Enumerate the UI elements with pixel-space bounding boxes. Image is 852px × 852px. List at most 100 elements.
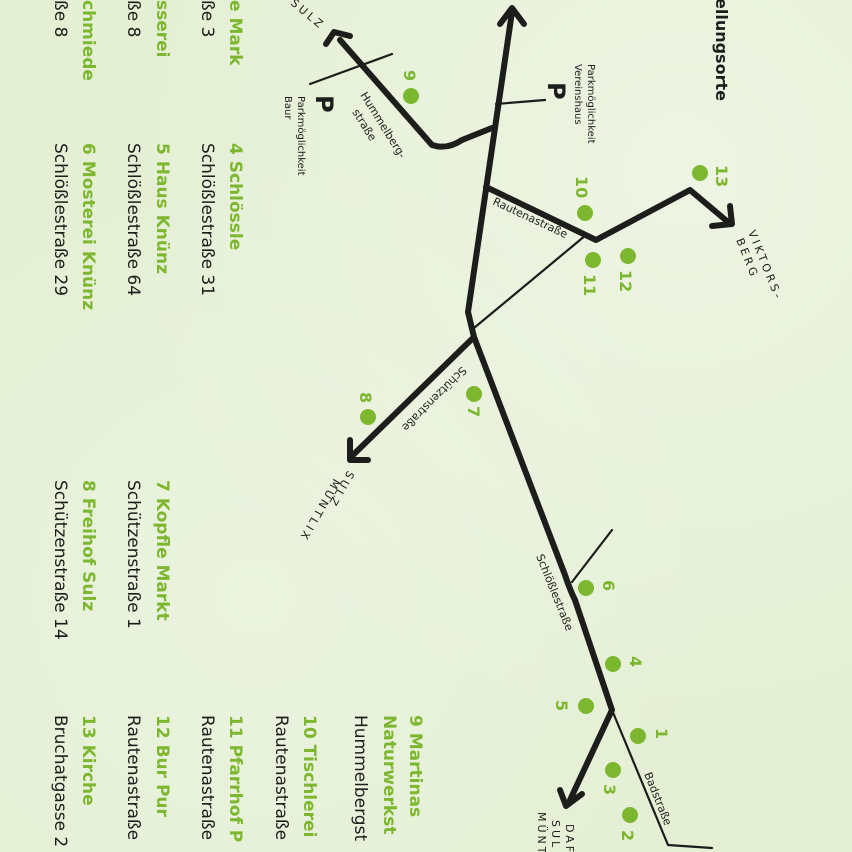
marker-number: 1 [652,728,671,739]
list-item-name: chmiede [78,0,98,81]
road-network [308,5,735,850]
parking-vereinshaus-line-1: Parkmöglichkeit [585,64,596,144]
list-item-address: Rautenastraße [271,715,291,840]
parking-vereinshaus-line-2: Vereinshaus [572,64,583,125]
marker-6[interactable]: 6 [578,580,618,596]
marker-dot-icon [605,762,621,778]
parking-vereinshaus: P Parkmöglichkeit Vereinshaus [542,64,596,144]
marker-number: 5 [552,700,571,711]
road-schloesslestrasse [471,334,615,803]
list-group-4: 9 Martinas Naturwerkst Hummelbergst 10 T… [50,715,425,847]
marker-number: 8 [356,392,375,403]
arrowhead-dafins [557,787,585,809]
list-item-address: ße 8 [123,0,143,37]
marker-number: 9 [400,70,419,81]
parking-icon: P [542,82,570,100]
marker-dot-icon [622,807,638,823]
marker-12[interactable]: 12 [616,248,636,292]
marker-dot-icon [630,728,646,744]
marker-dot-icon [620,248,636,264]
arrowhead-sulz [323,29,353,47]
parking-baur: P Parkmöglichkeit Baur [282,95,338,176]
marker-9[interactable]: 9 [400,70,419,104]
marker-dot-icon [692,165,708,181]
direction-label-sulz-top: SULZ [288,0,328,32]
marker-1[interactable]: 1 [630,728,671,744]
list-group-2: 4 Schlössle Schlößlestraße 31 5 Haus Knü… [50,143,245,310]
list-item-name: 13 Kirche [78,715,98,806]
marker-number: 11 [580,274,599,296]
list-item-name: 8 Freihof Sulz [78,480,98,611]
marker-3[interactable]: 3 [600,762,621,795]
list-item-name: Naturwerkst [379,715,399,834]
list-item-address: Bruchatgasse 2 [50,715,70,847]
marker-dot-icon [403,88,419,104]
road-main-north [465,9,515,340]
list-item-address: Schlößlestraße 64 [123,143,143,296]
marker-7[interactable]: 7 [464,386,483,417]
list-item-address: Schützenstraße 1 [123,480,143,629]
direction-label-dafins-2: SUL [549,820,562,850]
road-thin-badstrasse [610,708,714,850]
marker-11[interactable]: 11 [580,252,601,296]
list-item-name: 10 Tischlerei [299,715,319,837]
arrowhead-viktorsberg [709,203,735,229]
marker-dot-icon [578,698,594,714]
location-list: e Mark ße 3 sserei ße 8 chmiede ße 8 4 S… [50,0,425,847]
list-item-name: e Mark [225,0,245,66]
parking-icon: P [310,95,338,113]
marker-dot-icon [466,386,482,402]
location-markers: 1 2 3 4 5 6 7 8 [356,70,731,841]
marker-number: 3 [600,784,619,795]
list-item-address: ße 3 [197,0,217,37]
road-thin-baur [308,52,394,86]
list-item-address: Rautenastraße [123,715,143,840]
list-item-name: 4 Schlössle [225,143,245,250]
marker-dot-icon [585,252,601,268]
direction-label-sulz-muentlix-2: MÜNTLIX [296,477,342,544]
marker-number: 4 [626,656,645,667]
list-item-address: Schlößlestraße 31 [197,143,217,296]
road-thin-vereinshaus [494,98,547,106]
marker-number: 10 [572,176,591,198]
marker-10[interactable]: 10 [572,176,593,221]
marker-2[interactable]: 2 [618,807,638,841]
list-group-3: 7 Kopfle Markt Schützenstraße 1 8 Freiho… [50,480,172,640]
direction-label-dafins-3: MÜNT [535,812,548,852]
marker-number: 12 [616,270,635,292]
arrowhead-muentlix [347,437,371,463]
marker-dot-icon [578,580,594,596]
list-item-address: Schlößlestraße 29 [50,143,70,296]
marker-5[interactable]: 5 [552,698,594,714]
road-thin-diagonal [472,233,588,330]
road-hummelberg [337,37,495,150]
list-item-address: Schützenstraße 14 [50,480,70,640]
street-label-rautenastrasse: Rautenastraße [491,195,570,241]
map-title: ellungsorte [712,0,731,101]
road-thin-schloss-spur [570,528,614,584]
list-item-name: 6 Mosterei Knünz [78,143,98,310]
marker-number: 7 [464,406,483,417]
list-item-name: 11 Pfarrhof P [225,715,245,842]
list-item-name: 9 Martinas [405,715,425,817]
parking-baur-line-1: Parkmöglichkeit [295,96,306,176]
road-rautenastrasse [483,184,731,243]
marker-number: 13 [712,165,731,187]
arrowhead-north [497,5,527,27]
marker-dot-icon [577,205,593,221]
list-item-name: 5 Haus Knünz [152,143,172,274]
marker-4[interactable]: 4 [605,656,645,672]
parking-baur-line-2: Baur [282,96,293,120]
list-item-address: Hummelbergst [350,715,370,841]
marker-number: 2 [618,830,637,841]
list-item-name: sserei [152,0,172,58]
list-group-1: e Mark ße 3 sserei ße 8 chmiede ße 8 [50,0,245,81]
marker-8[interactable]: 8 [356,392,376,425]
marker-number: 6 [599,580,618,591]
road-schuetzenstrasse [349,334,477,459]
list-item-address: ße 8 [50,0,70,37]
marker-13[interactable]: 13 [692,165,731,187]
direction-label-dafins-1: DAF [563,824,576,852]
